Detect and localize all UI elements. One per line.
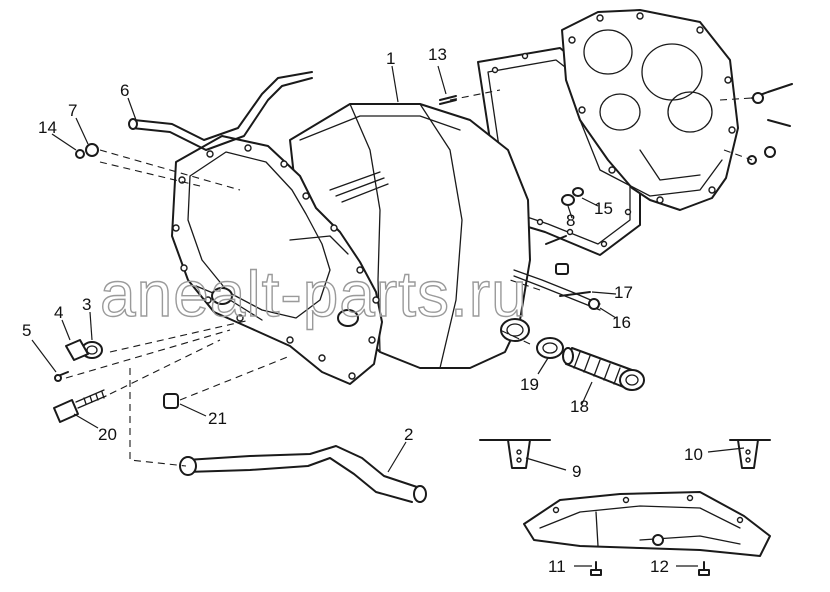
label-4: 4 <box>54 303 63 322</box>
label-17: 17 <box>614 283 633 302</box>
part-3-4-5 <box>54 339 103 382</box>
label-11: 11 <box>548 557 566 576</box>
filter-18 <box>562 347 645 391</box>
label-10: 10 <box>684 445 703 464</box>
label-13: 13 <box>428 45 447 64</box>
fitting-7-14 <box>75 143 99 159</box>
label-21: 21 <box>208 409 227 428</box>
assembly-dash-lines <box>65 89 541 467</box>
tube-6 <box>128 71 313 151</box>
front-flange <box>171 135 383 385</box>
label-19: 19 <box>520 375 539 394</box>
ring-19 <box>536 337 564 359</box>
label-16: 16 <box>612 313 631 332</box>
label-14: 14 <box>38 118 57 137</box>
leader-lines <box>31 65 745 567</box>
label-20: 20 <box>98 425 117 444</box>
label-6: 6 <box>120 81 129 100</box>
rear-cover-plate <box>561 9 739 211</box>
label-3: 3 <box>82 295 91 314</box>
label-18: 18 <box>570 397 589 416</box>
label-7: 7 <box>68 101 77 120</box>
label-9: 9 <box>572 462 581 481</box>
sensor-20 <box>53 389 107 423</box>
label-8: 8 <box>566 211 575 230</box>
bracket-9 <box>479 439 551 469</box>
part-labels: 1 2 3 4 5 6 7 8 9 10 11 12 13 14 15 16 1… <box>22 45 703 576</box>
label-2: 2 <box>404 425 413 444</box>
bracket-10 <box>729 439 771 469</box>
pin-13 <box>439 95 457 105</box>
cover-bolts <box>719 83 793 165</box>
label-1: 1 <box>386 49 395 68</box>
oil-pan <box>523 491 771 576</box>
label-15: 15 <box>594 199 613 218</box>
label-12: 12 <box>650 557 669 576</box>
watermark-text: anealt-parts.ru <box>100 258 528 330</box>
tube-2 <box>179 445 427 503</box>
nut-21 <box>163 393 179 409</box>
part-16-17 <box>513 263 601 311</box>
label-5: 5 <box>22 321 31 340</box>
part-8-15 <box>545 187 584 245</box>
